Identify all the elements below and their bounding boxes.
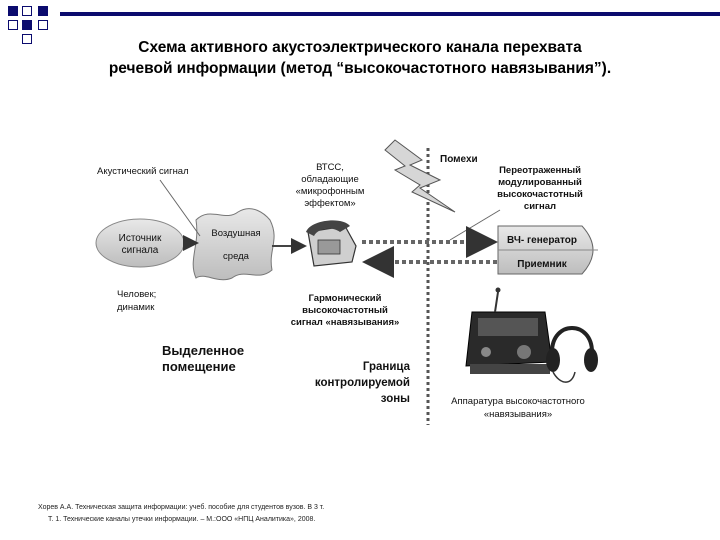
source-label-1: Источник — [119, 233, 162, 244]
btss-label-4: эффектом» — [304, 198, 355, 209]
room-label-2: помещение — [162, 359, 236, 374]
corner-square-5 — [22, 20, 32, 30]
hf-imposition-equipment-icon — [465, 287, 598, 383]
harmonic-label-2: высокочастотный — [302, 305, 388, 316]
btss-label-2: обладающие — [301, 174, 358, 185]
zone-label-2: контролируемой — [315, 377, 410, 389]
interference-label: Помехи — [440, 154, 478, 165]
air-label-1: Воздушная — [211, 228, 260, 239]
corner-square-4 — [8, 20, 18, 30]
reference-line-2: Т. 1. Технические каналы утечки информац… — [48, 516, 316, 523]
corner-square-6 — [38, 20, 48, 30]
source-label-2: сигнала — [122, 245, 159, 256]
corner-square-1 — [8, 6, 18, 16]
hf-generator-label: ВЧ- генератор — [507, 235, 577, 246]
interference-lightning-icon — [384, 139, 456, 213]
zone-label-1: Граница — [363, 361, 411, 373]
reference-line-1: Хорев А.А. Техническая защита информации… — [38, 504, 325, 511]
acoustic-signal-pointer — [159, 179, 201, 237]
air-medium-node — [192, 208, 275, 281]
person-label-1: Человек; — [117, 289, 156, 300]
person-label-2: динамик — [117, 302, 155, 313]
room-label-1: Выделенное — [162, 343, 244, 358]
corner-square-7 — [22, 34, 32, 44]
slide-title-line-2: речевой информации (метод “высокочастотн… — [108, 60, 612, 77]
telephone-icon — [306, 220, 357, 267]
reflected-label-3: высокочастотный — [497, 189, 583, 200]
equipment-label-1: Аппаратура высокочастотного — [451, 396, 585, 407]
reflected-label-4: сигнал — [524, 201, 556, 212]
zone-label-3: зоны — [381, 393, 410, 405]
reflected-pointer — [449, 209, 501, 241]
top-rule — [60, 12, 720, 16]
harmonic-label-3: сигнал «навязывания» — [291, 317, 400, 328]
acoustic-signal-label: Акустический сигнал — [97, 166, 189, 177]
slide-title-line-1: Схема активного акустоэлектрического кан… — [138, 39, 582, 56]
btss-label-1: ВТСС, — [316, 162, 344, 173]
reflected-label-1: Переотраженный — [499, 165, 581, 176]
corner-square-3 — [38, 6, 48, 16]
reflected-label-2: модулированный — [498, 177, 582, 188]
air-label-2: среда — [223, 251, 250, 262]
btss-label-3: «микрофонным — [296, 186, 365, 197]
harmonic-label-1: Гармонический — [309, 293, 382, 304]
receiver-label: Приемник — [517, 259, 567, 270]
equipment-label-2: «навязывания» — [484, 409, 552, 420]
corner-square-2 — [22, 6, 32, 16]
